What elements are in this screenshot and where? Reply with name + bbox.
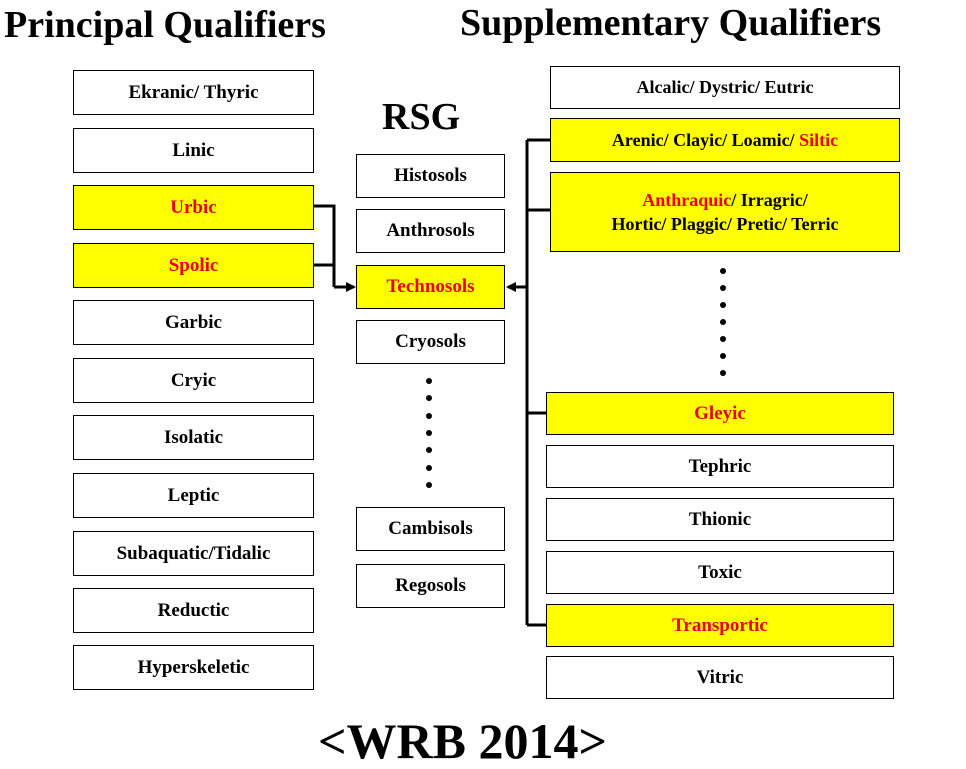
- principal-qualifier: Subaquatic/Tidalic: [73, 531, 314, 576]
- supplementary-qualifiers-heading: Supplementary Qualifiers: [460, 2, 882, 44]
- principal-qualifier: Isolatic: [73, 415, 314, 460]
- rsg-item: Regosols: [356, 564, 505, 608]
- rsg-item-technosols: Technosols: [356, 265, 505, 309]
- principal-qualifier: Leptic: [73, 473, 314, 518]
- supplementary-label: / Irragric/: [731, 189, 808, 210]
- supplementary-label-highlighted: Siltic: [799, 129, 839, 150]
- rsg-item: Histosols: [356, 154, 505, 198]
- principal-qualifier: Garbic: [73, 300, 314, 345]
- connector-urbic: [314, 204, 336, 287]
- supplementary-qualifier-highlighted: Anthraquic/ Irragric/ Hortic/ Plaggic/ P…: [550, 172, 900, 252]
- supplementary-label-highlighted: Anthraquic: [642, 189, 732, 210]
- principal-qualifier: Hyperskeletic: [73, 645, 314, 690]
- rsg-heading: RSG: [382, 96, 461, 138]
- principal-qualifier-highlighted: Spolic: [73, 243, 314, 288]
- supplementary-label: Arenic/ Clayic/ Loamic/: [611, 129, 800, 150]
- supplementary-ellipsis: [719, 268, 727, 376]
- footer-title: <WRB 2014>: [318, 713, 607, 769]
- supplementary-line: Hortic/ Plaggic/ Pretic/ Terric: [611, 214, 839, 234]
- supplementary-qualifier-highlighted: Gleyic: [546, 392, 894, 435]
- supplementary-qualifier: Tephric: [546, 445, 894, 488]
- supplementary-qualifier-highlighted: Arenic/ Clayic/ Loamic/ Siltic: [550, 118, 900, 162]
- rsg-item: Cryosols: [356, 320, 505, 364]
- rsg-ellipsis: [425, 378, 433, 488]
- supplementary-qualifier-highlighted: Transportic: [546, 604, 894, 647]
- rsg-item: Anthrosols: [356, 209, 505, 253]
- rsg-item: Cambisols: [356, 507, 505, 551]
- principal-qualifier: Linic: [73, 128, 314, 173]
- supplementary-qualifier: Vitric: [546, 656, 894, 699]
- supplementary-qualifier: Toxic: [546, 551, 894, 594]
- principal-qualifier: Cryic: [73, 358, 314, 403]
- principal-qualifier: Reductic: [73, 588, 314, 633]
- supplementary-line: Anthraquic/ Irragric/: [642, 188, 807, 212]
- principal-qualifiers-heading: Principal Qualifiers: [4, 4, 326, 46]
- principal-qualifier-highlighted: Urbic: [73, 185, 314, 230]
- supplementary-qualifier: Thionic: [546, 498, 894, 541]
- principal-qualifier: Ekranic/ Thyric: [73, 70, 314, 115]
- supplementary-qualifier: Alcalic/ Dystric/ Eutric: [550, 66, 900, 109]
